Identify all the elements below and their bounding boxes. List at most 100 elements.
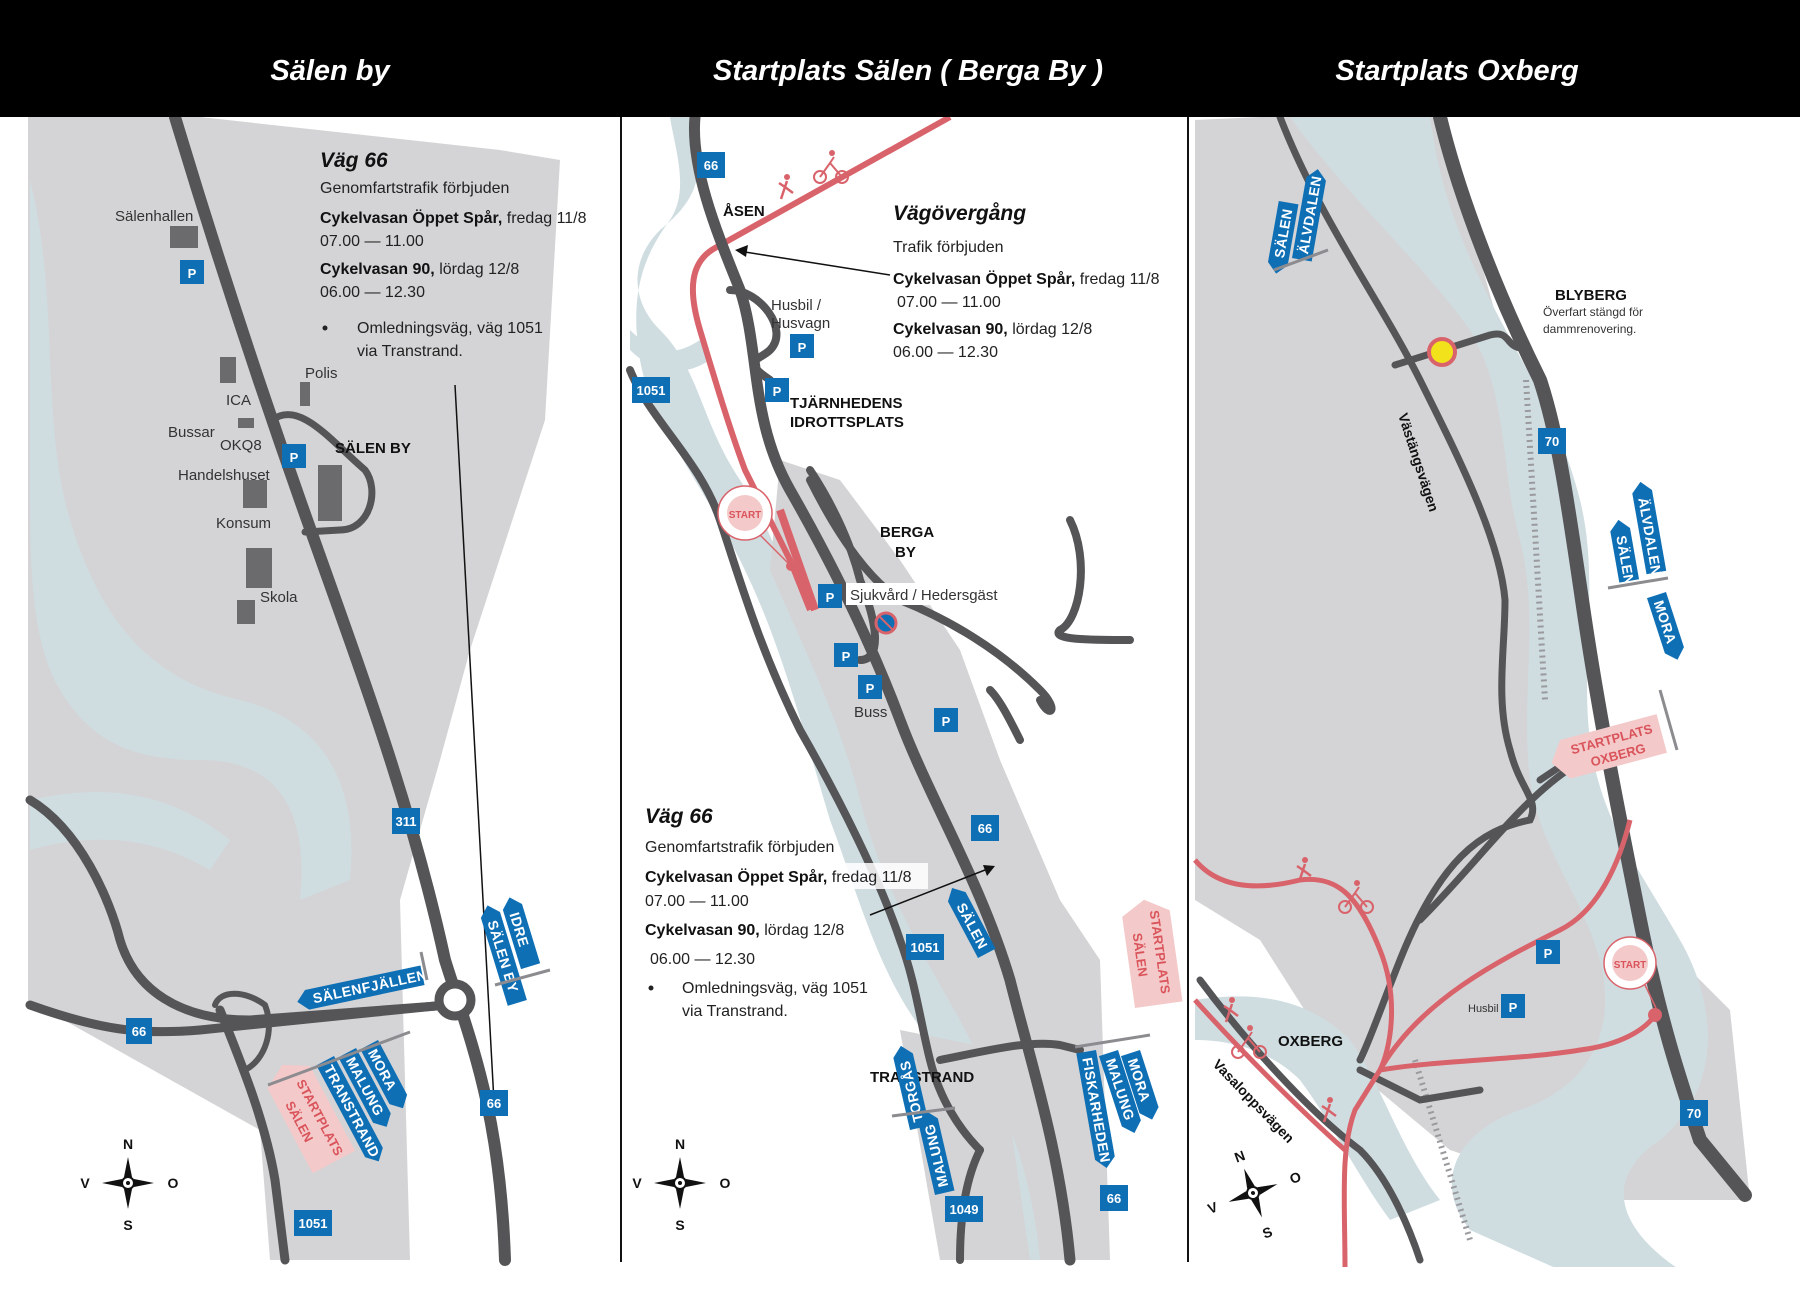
parking-icon[interactable]: P (180, 260, 204, 284)
sign-post (1607, 576, 1669, 590)
sign-post (891, 1106, 956, 1118)
direction-sign-mora: MORA (1646, 592, 1684, 660)
parking-icon[interactable]: P (858, 675, 882, 699)
svg-text:P: P (942, 714, 951, 729)
place-salen-by: SÄLEN BY (335, 440, 411, 457)
river (1290, 117, 1708, 1267)
place-husbil: Husbil / (771, 297, 822, 314)
parking-icon[interactable]: P (1501, 994, 1525, 1018)
parking-icon[interactable]: P (790, 334, 814, 358)
svg-text:N: N (675, 1136, 685, 1152)
crossing-arrow (744, 251, 891, 276)
start-point (1648, 1008, 1662, 1022)
closed-crossing-icon[interactable] (1427, 337, 1457, 367)
parking-icon[interactable]: P (934, 708, 958, 732)
map-salen-by[interactable]: Sälenhallen Polis ICA Bussar OKQ8 Handel… (0, 117, 620, 1267)
direction-sign-salen: SÄLEN (1610, 519, 1640, 586)
place-idrottsplats: IDROTTSPLATS (790, 414, 904, 431)
embankment-hatch (1412, 379, 1548, 1241)
direction-sign-startplats: STARTPLATS SÄLEN (1122, 899, 1183, 1008)
svg-text:1051: 1051 (637, 383, 666, 398)
route-shield-1049: 1049 (945, 1196, 983, 1222)
map-berga-by[interactable]: START P P P P P P 66 1051 66 1051 1049 6… (622, 117, 1187, 1267)
svg-text:S: S (675, 1217, 684, 1233)
map-panel-salen-by[interactable]: Sälenhallen Polis ICA Bussar OKQ8 Handel… (0, 117, 620, 1267)
parking-icon[interactable]: P (834, 643, 858, 667)
svg-text:P: P (773, 384, 782, 399)
start-label: START (729, 510, 762, 521)
cyclist-icon (1231, 1025, 1267, 1059)
svg-text:S: S (123, 1217, 132, 1233)
place-skola: Skola (260, 589, 298, 606)
place-husvagn: Husvagn (771, 315, 830, 332)
route-shield-1051: 1051 (294, 1210, 332, 1236)
info-event1: Cykelvasan Öppet Spår, fredag 11/8 (893, 269, 1160, 288)
parking-icon[interactable]: P (818, 584, 842, 608)
start-label: START (1614, 960, 1647, 971)
place-overfart: Överfart stängd för (1543, 305, 1643, 319)
map-oxberg[interactable]: START P P 70 70 BLYBERG Överfart stängd … (1189, 117, 1800, 1267)
info-event1-time: 07.00 — 11.00 (645, 893, 749, 910)
svg-text:66: 66 (704, 158, 718, 173)
svg-text:P: P (866, 681, 875, 696)
road-network (1196, 117, 1752, 1264)
road-arrow (869, 869, 986, 916)
info-event1-time: 07.00 — 11.00 (897, 294, 1001, 311)
svg-text:1051: 1051 (911, 940, 940, 955)
info-line: Trafik förbjuden (893, 239, 1004, 256)
place-berga: BERGA (880, 524, 934, 541)
info-event2-time: 06.00 — 12.30 (650, 951, 755, 968)
river (1195, 996, 1440, 1220)
svg-text:66: 66 (1107, 1191, 1121, 1206)
place-okq8: OKQ8 (220, 437, 262, 454)
svg-text:ÄLVDALEN: ÄLVDALEN (1635, 496, 1665, 577)
title-salen-by: Sälen by (270, 55, 390, 87)
start-marker[interactable] (1612, 945, 1648, 981)
parking-icon[interactable]: P (282, 444, 306, 468)
label-backdrop (838, 863, 928, 889)
route-shield-66: 66 (1100, 1185, 1128, 1211)
compass: N S V O (80, 1136, 178, 1233)
road-vasaloppsvagen: Vasaloppsvägen (1210, 1056, 1298, 1146)
info-event2: Cykelvasan 90, lördag 12/8 (645, 922, 844, 939)
svg-text:P: P (290, 450, 299, 465)
svg-text:P: P (826, 590, 835, 605)
svg-text:V: V (80, 1175, 90, 1191)
map-panel-oxberg[interactable]: START P P 70 70 BLYBERG Överfart stängd … (1189, 117, 1800, 1267)
cyclist-icon (813, 150, 849, 184)
info-event2: Cykelvasan 90, lördag 12/8 (893, 321, 1092, 338)
start-point (786, 561, 796, 571)
arrow-head (983, 865, 995, 876)
label-backdrop (846, 583, 1016, 605)
bullet (322, 325, 328, 331)
parking-icon[interactable]: P (765, 378, 789, 402)
sign-post (494, 968, 551, 987)
svg-text:V: V (632, 1175, 642, 1191)
panel-divider (620, 117, 622, 1262)
map-panel-berga-by[interactable]: START P P P P P P 66 1051 66 1051 1049 6… (622, 117, 1187, 1267)
runner-icon (778, 174, 794, 200)
info-detour: Omledningsväg, väg 1051 (357, 320, 543, 337)
compass: N S V O (1205, 1147, 1303, 1241)
info-heading: Vägövergång (893, 202, 1026, 225)
place-konsum: Konsum (216, 515, 271, 532)
parking-icon[interactable]: P (1536, 940, 1560, 964)
svg-text:P: P (1509, 1000, 1518, 1015)
svg-text:66: 66 (978, 821, 992, 836)
sign-post (1658, 689, 1679, 751)
info-heading: Väg 66 (645, 805, 713, 828)
start-marker[interactable] (727, 495, 763, 531)
place-asen: ÅSEN (723, 203, 765, 220)
place-oxberg: OXBERG (1278, 1033, 1343, 1050)
buildings (170, 226, 342, 624)
runner-icon (1296, 857, 1312, 883)
place-salenhallen: Sälenhallen (115, 208, 193, 225)
svg-text:P: P (842, 649, 851, 664)
bullet (648, 985, 654, 991)
svg-text:N: N (123, 1136, 133, 1152)
svg-text:P: P (798, 340, 807, 355)
start-pointer (1644, 984, 1657, 1009)
runner-icon (1223, 997, 1239, 1023)
info-event1: Cykelvasan Öppet Spår, fredag 11/8 (645, 867, 912, 886)
place-by: BY (895, 544, 916, 561)
